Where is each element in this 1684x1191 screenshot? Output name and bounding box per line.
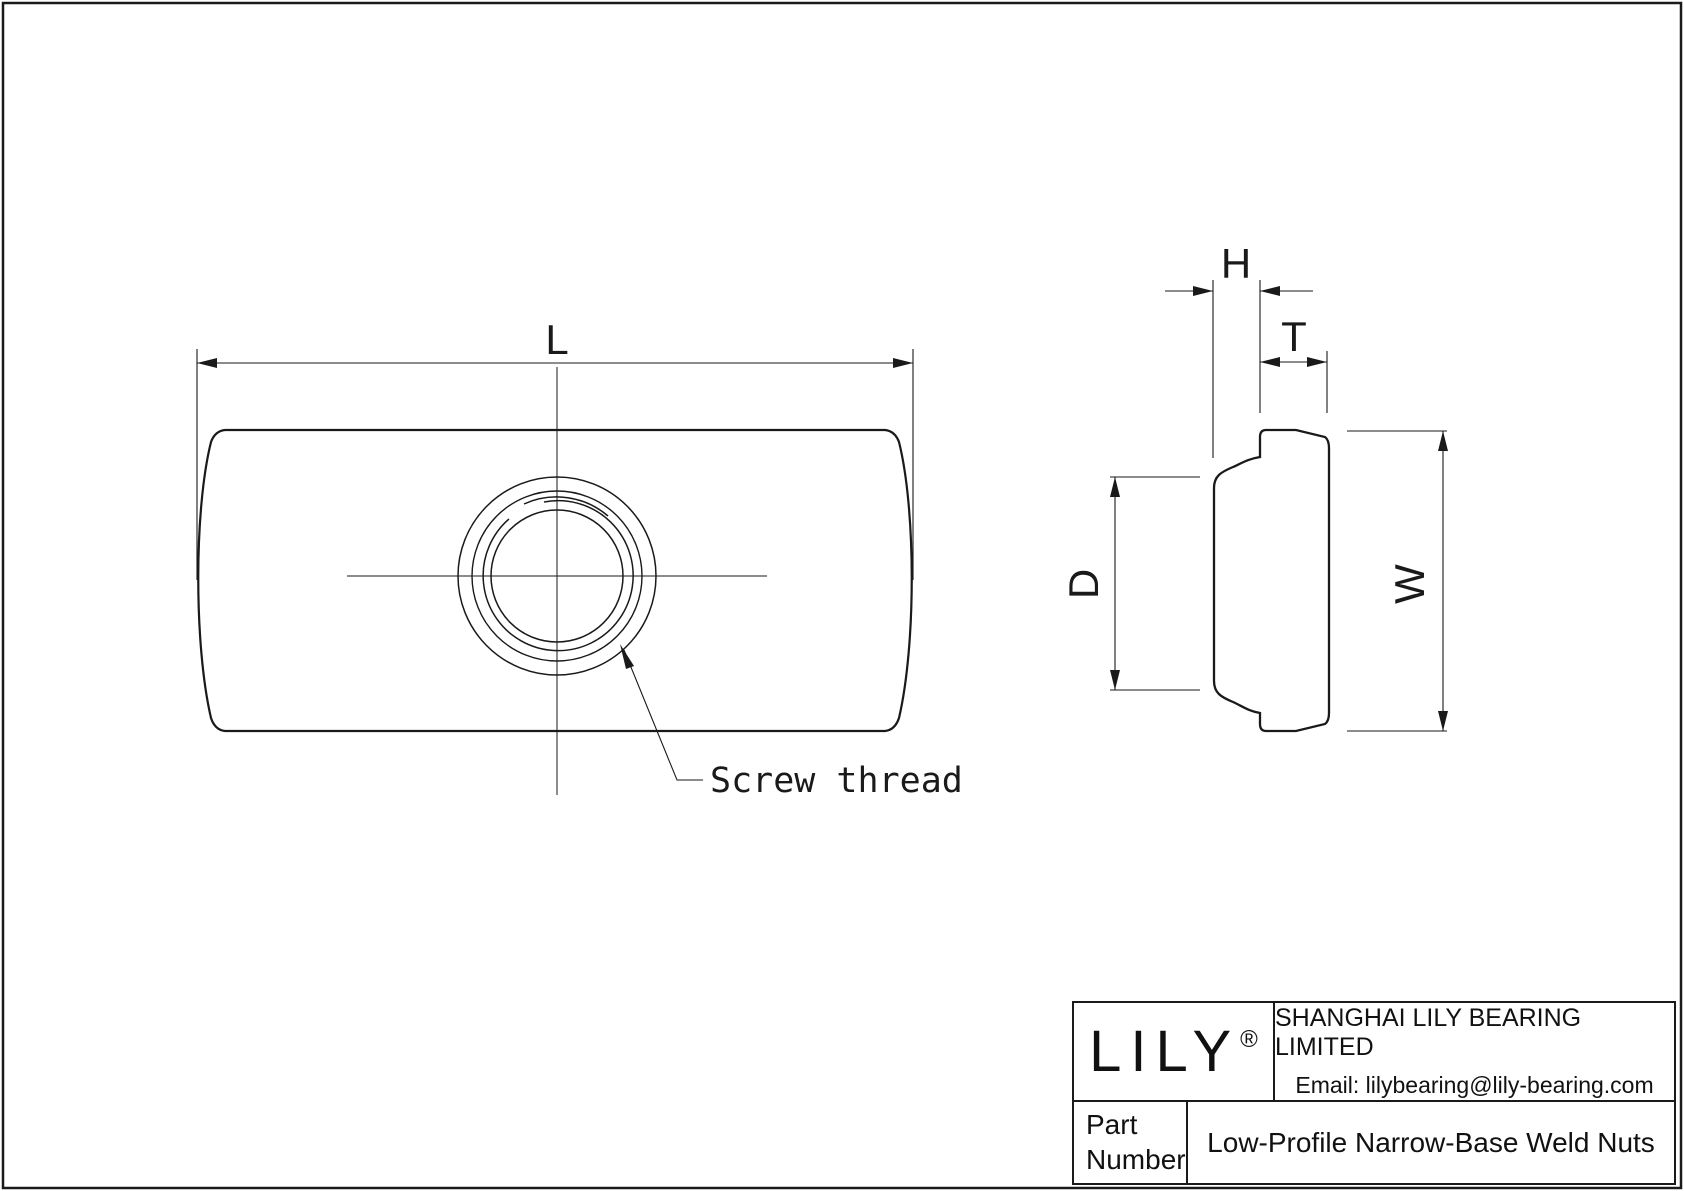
chamfer-circle: [471, 490, 643, 662]
dim-L-arrow-left: [197, 358, 217, 368]
dim-T-arrow-left: [1260, 357, 1280, 367]
logo-cell: LILY®: [1074, 1003, 1275, 1100]
dim-T-label: T: [1281, 313, 1307, 360]
title-block-top-row: LILY® SHANGHAI LILY BEARING LIMITED Emai…: [1074, 1003, 1674, 1102]
dim-H-arrow-left: [1193, 286, 1213, 296]
dimension-D: D: [1060, 476, 1200, 691]
thread-runout-arc: [523, 496, 609, 517]
thread-minor-circle: [490, 509, 624, 643]
dimension-W: W: [1347, 430, 1448, 732]
dimension-L: L: [196, 316, 914, 580]
side-body-outline: [1212, 428, 1331, 733]
company-email: Email: lilybearing@lily-bearing.com: [1295, 1072, 1654, 1098]
dim-T-arrow-right: [1307, 357, 1327, 367]
thread-major-arc: [482, 499, 634, 652]
part-description: Low-Profile Narrow-Base Weld Nuts: [1207, 1126, 1655, 1158]
company-cell: SHANGHAI LILY BEARING LIMITED Email: lil…: [1275, 1003, 1674, 1100]
dim-L-arrow-right: [893, 358, 913, 368]
title-block: LILY® SHANGHAI LILY BEARING LIMITED Emai…: [1072, 1001, 1676, 1185]
part-number-label: Part Number: [1074, 1102, 1188, 1183]
thread-leader-line: [623, 649, 703, 781]
dim-W-label: W: [1386, 564, 1433, 604]
dimension-H: H: [1165, 240, 1313, 458]
side-view: H T D: [1060, 240, 1448, 733]
dim-D-arrow-bottom: [1110, 670, 1120, 690]
dim-H-label: H: [1221, 240, 1251, 287]
pilot-circle: [457, 476, 657, 676]
dim-D-arrow-top: [1110, 477, 1120, 497]
dimension-T: T: [1260, 313, 1328, 413]
dim-L-label: L: [545, 316, 568, 363]
thread-leader-arrow: [620, 644, 634, 669]
registered-trademark-symbol: ®: [1240, 1025, 1258, 1053]
title-block-bottom-row: Part Number Low-Profile Narrow-Base Weld…: [1074, 1102, 1674, 1183]
thread-callout: Screw thread: [620, 644, 963, 801]
dim-W-arrow-bottom: [1438, 711, 1448, 731]
front-body-outline: [197, 428, 913, 733]
lily-logo-text: LILY: [1089, 1018, 1241, 1084]
company-name: SHANGHAI LILY BEARING LIMITED: [1275, 1004, 1582, 1061]
thread-note-text: Screw thread: [710, 761, 963, 801]
dim-H-arrow-right: [1260, 286, 1280, 296]
lily-logo: LILY®: [1089, 1022, 1258, 1081]
dim-D-label: D: [1060, 569, 1107, 599]
dim-W-arrow-top: [1438, 431, 1448, 451]
front-view: L Screw thread: [196, 316, 963, 801]
